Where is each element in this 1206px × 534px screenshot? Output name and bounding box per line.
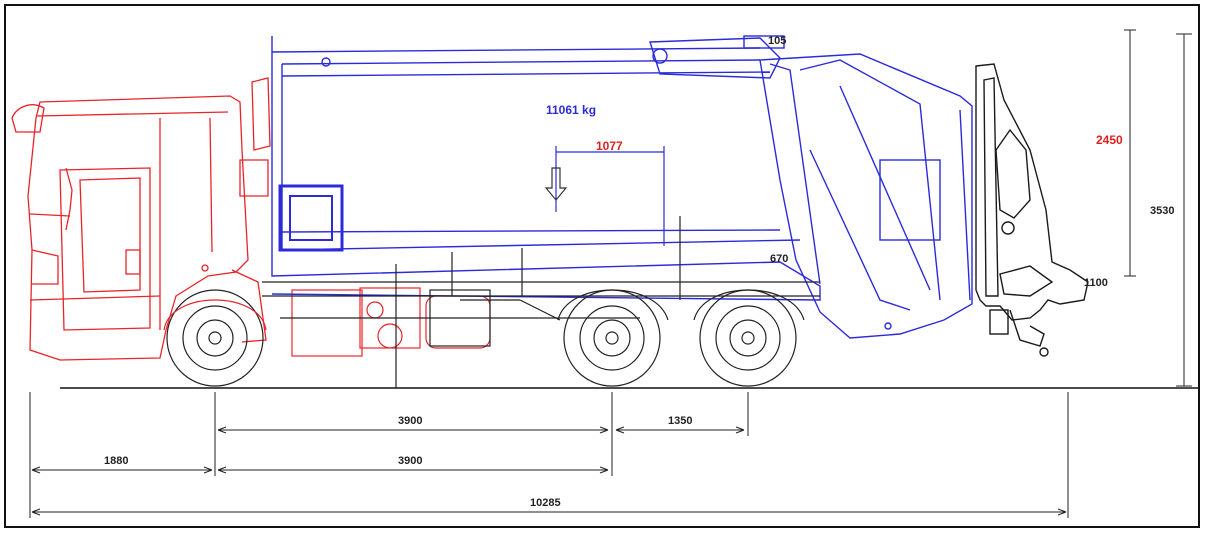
center-of-gravity-marker bbox=[544, 146, 665, 246]
lift-mechanism bbox=[975, 63, 1089, 357]
tailgate bbox=[759, 53, 973, 339]
drawing-frame bbox=[4, 4, 1200, 528]
front-wheel bbox=[163, 289, 267, 387]
overall-height-label: 3530 bbox=[1150, 205, 1174, 217]
vertical-dimensions bbox=[1124, 29, 1192, 387]
rear-wheel-1 bbox=[557, 289, 669, 387]
extension-lines bbox=[29, 392, 1069, 518]
cog-offset-label: 1077 bbox=[596, 139, 623, 153]
refuse-body bbox=[271, 35, 821, 301]
subframe-height-label: 670 bbox=[770, 253, 788, 265]
overall-length-label: 10285 bbox=[530, 497, 561, 509]
front-overhang-label: 1880 bbox=[104, 455, 128, 467]
wheelbase-lower-label: 3900 bbox=[398, 455, 422, 467]
top-dim-label: 105 bbox=[768, 35, 786, 47]
rear-wheel-2 bbox=[693, 289, 805, 387]
dimension-lines bbox=[31, 426, 1067, 516]
wheelbase-upper-label: 3900 bbox=[398, 415, 422, 427]
lift-height-label: 2450 bbox=[1096, 133, 1123, 147]
payload-weight-label: 11061 kg bbox=[546, 103, 596, 117]
tandem-spacing-label: 1350 bbox=[668, 415, 692, 427]
cab-outline bbox=[11, 77, 271, 361]
lift-small-label: 1100 bbox=[1084, 277, 1108, 289]
chassis-frame bbox=[262, 216, 820, 388]
